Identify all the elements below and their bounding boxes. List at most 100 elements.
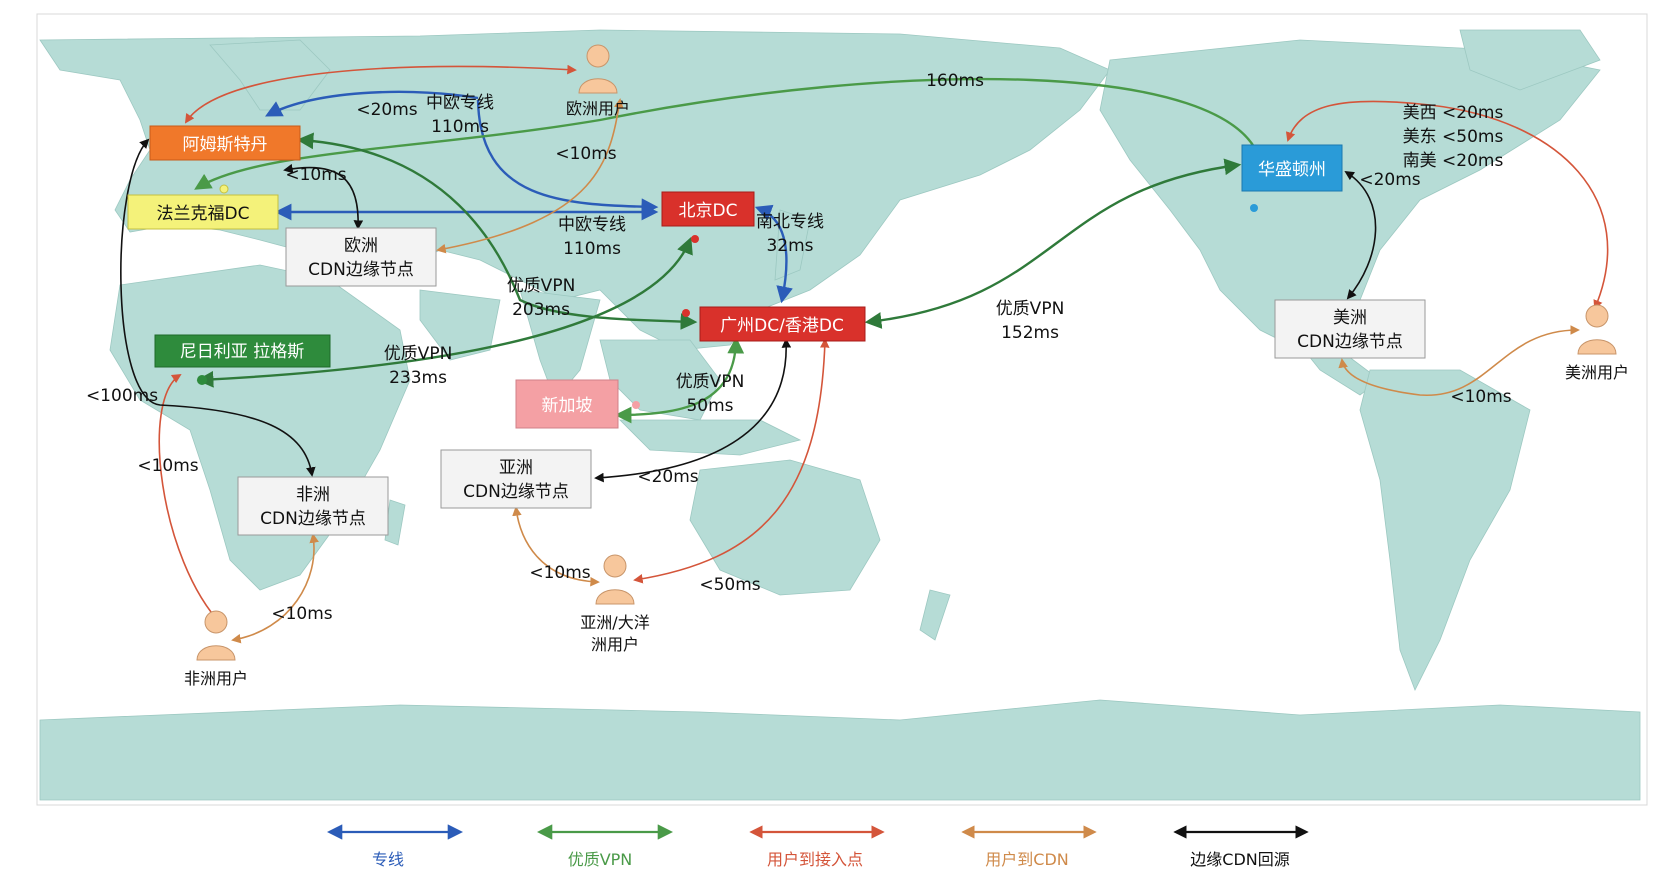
user-asia-icon-body [595,589,635,605]
user-asia-label-1: 亚洲/大洋 [580,613,649,632]
location-dots [197,184,1258,409]
user-europe[interactable]: 欧洲用户 [566,44,630,118]
link-washington-amcdn [1344,170,1377,300]
node-amsterdam-label: 阿姆斯特丹 [183,135,268,155]
user-america[interactable]: 美洲用户 [1565,304,1629,382]
cdn-asia-label: CDN边缘节点 [463,482,569,502]
label-asia-lt50: <50ms [699,575,760,595]
user-europe-label: 欧洲用户 [566,99,630,118]
label-vpn-152-1: 优质VPN [996,299,1065,319]
label-wa-lt20: <20ms [1359,170,1420,190]
user-america-label: 美洲用户 [1565,363,1629,382]
label-trans-pacific: 160ms [926,71,984,91]
user-europe-icon-head [586,44,610,68]
legend-label-user-cdn: 用户到CDN [985,850,1068,869]
label-cn-eu-line-a-2: 110ms [431,117,489,137]
cdn-america-label: CDN边缘节点 [1297,332,1403,352]
legend-label-cdn-origin: 边缘CDN回源 [1190,850,1289,869]
node-singapore[interactable]: 新加坡 [515,379,619,429]
label-vpn-50-1: 优质VPN [676,372,745,392]
user-europe-icon-body [578,78,618,94]
landmass-greenland [1459,29,1601,91]
label-cn-eu-line-b-1: 中欧专线 [558,215,626,235]
legend-item-dedicated-line: 专线 [326,824,464,869]
node-frankfurt-label: 法兰克福DC [157,204,250,224]
node-nigeria-label: 尼日利亚 拉格斯 [180,342,304,362]
user-asia-label-2: 洲用户 [591,635,639,654]
dot-nigeria [197,375,207,385]
link-euuser-amsterdam [184,64,577,124]
label-vpn-50-2: 50ms [686,396,733,416]
cdn-america[interactable]: 美洲 CDN边缘节点 [1274,299,1426,359]
link-amuser-amcdn [1338,325,1580,396]
user-africa-label: 非洲用户 [184,669,248,688]
dot-guangzhou [682,309,690,317]
node-washington[interactable]: 华盛顿州 [1241,144,1343,192]
cdn-asia[interactable]: 亚洲 CDN边缘节点 [440,449,592,509]
label-us-east: 美东 <50ms [1403,127,1504,147]
cdn-africa[interactable]: 非洲 CDN边缘节点 [237,476,389,536]
node-singapore-label: 新加坡 [542,396,593,416]
label-cn-eu-line-a-1: 中欧专线 [426,93,494,113]
link-beijing-guangzhou [754,204,793,304]
user-africa-icon-head [204,610,228,634]
cdn-africa-label: CDN边缘节点 [260,509,366,529]
link-guangzhou-ascdn [594,338,792,483]
cdn-europe[interactable]: 欧洲 CDN边缘节点 [285,227,437,287]
legend-item-cdn-origin: 边缘CDN回源 [1173,825,1309,869]
link-asuser-ascdn [512,506,600,587]
link-afuser-afcdn [231,533,319,644]
label-vpn-203-2: 203ms [512,300,570,320]
node-washington-label: 华盛顿州 [1258,160,1326,180]
user-asia[interactable]: 亚洲/大洋 洲用户 [580,554,650,654]
dot-washington [1250,204,1258,212]
label-eu-lt20: <20ms [356,100,417,120]
label-vpn-233-1: 优质VPN [384,344,453,364]
link-amsterdam-afcdn [120,138,316,477]
user-asia-icon-head [603,554,627,578]
label-vpn-152-2: 152ms [1001,323,1059,343]
landmass-antarctica [39,699,1641,801]
label-cn-eu-line-b-2: 110ms [563,239,621,259]
cdn-asia-region: 亚洲 [499,458,533,478]
dot-singapore [632,401,640,409]
link-euuser-eucdn [436,98,624,254]
node-amsterdam[interactable]: 阿姆斯特丹 [149,125,301,161]
cdn-america-region: 美洲 [1333,308,1367,328]
connections [120,64,1609,644]
legend-label-dedicated-line: 专线 [372,850,404,869]
node-guangzhou-hk-label: 广州DC/香港DC [720,316,844,336]
label-africa-lt10-b: <10ms [271,604,332,624]
legend: 专线 优质VPN 用户到接入点 用户到CDN 边缘CDN回源 [326,824,1309,869]
node-nigeria[interactable]: 尼日利亚 拉格斯 [154,334,331,368]
node-frankfurt[interactable]: 法兰克福DC [127,194,279,230]
cdn-europe-label: CDN边缘节点 [308,260,414,280]
user-america-icon-body [1577,339,1617,355]
dot-beijing [691,235,699,243]
label-north-south-1: 南北专线 [756,212,824,232]
user-africa[interactable]: 非洲用户 [184,610,248,688]
label-north-south-2: 32ms [766,236,813,256]
label-asia-lt10: <10ms [529,563,590,583]
label-america-lt10: <10ms [1450,387,1511,407]
latency-labels: 160ms <20ms 中欧专线 110ms <10ms <10ms 中欧专线 … [86,71,1512,624]
legend-label-vpn: 优质VPN [568,850,633,869]
node-guangzhou-hk[interactable]: 广州DC/香港DC [699,306,866,342]
label-vpn-233-2: 233ms [389,368,447,388]
legend-item-user-cdn: 用户到CDN [961,825,1097,869]
legend-item-vpn: 优质VPN [536,824,674,869]
label-south-america: 南美 <20ms [1403,151,1504,171]
link-asuser-guangzhou [633,338,830,584]
landmass-south-america [1359,369,1531,691]
node-beijing[interactable]: 北京DC [661,191,755,227]
legend-item-user-access: 用户到接入点 [749,825,885,869]
legend-label-user-access: 用户到接入点 [767,850,863,869]
label-eu-lt10: <10ms [555,144,616,164]
link-washington-guangzhou [864,158,1242,329]
cdn-europe-region: 欧洲 [344,236,378,256]
label-lt100: <100ms [86,386,158,406]
user-africa-icon-body [196,645,236,661]
dot-frankfurt [219,184,229,194]
node-beijing-label: 北京DC [679,201,738,221]
